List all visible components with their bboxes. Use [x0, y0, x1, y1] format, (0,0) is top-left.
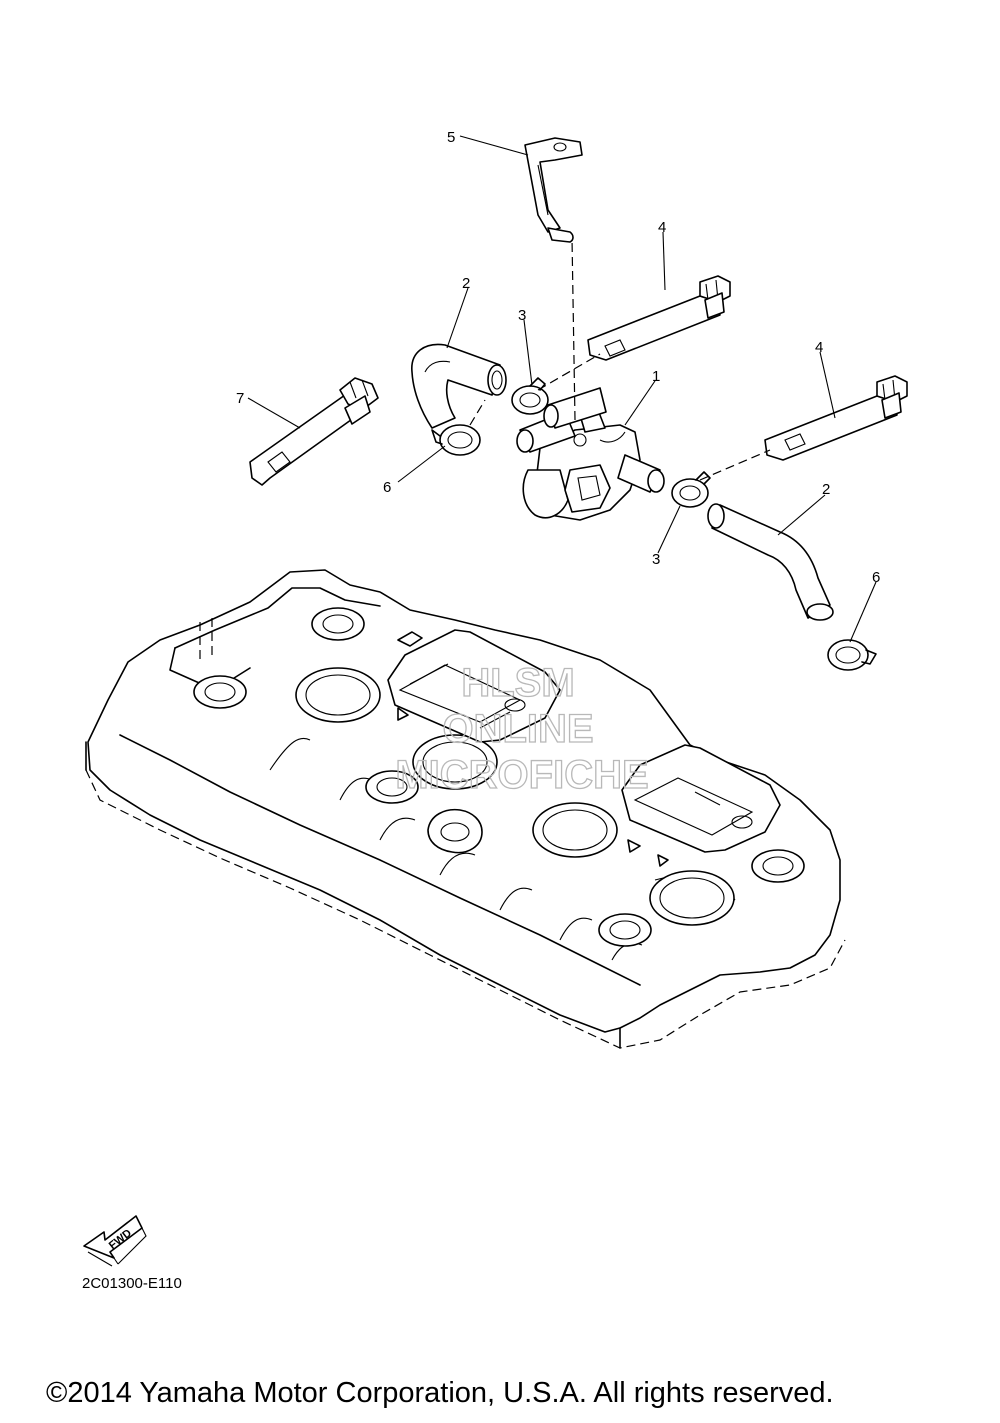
callout-6-right: 6 — [872, 569, 880, 586]
plate-part-4-lower — [764, 375, 908, 461]
callout-6-left: 6 — [383, 479, 391, 496]
callout-3-upper: 3 — [518, 307, 526, 324]
callout-7: 7 — [236, 390, 244, 407]
callout-1: 1 — [652, 368, 660, 385]
assembly-lines — [469, 237, 771, 481]
bracket-part-5 — [524, 137, 583, 243]
hose-part-2-right — [707, 503, 834, 621]
callout-4-lower: 4 — [815, 339, 823, 356]
leader-lines — [247, 135, 877, 643]
clamp-part-3-lower — [671, 471, 711, 508]
hose-part-2-left — [411, 343, 507, 429]
watermark: HLSM ONLINE MICROFICHE — [395, 660, 650, 797]
diagram-code: 2C01300-E110 — [82, 1275, 182, 1292]
clamp-part-3-upper — [511, 377, 549, 415]
plate-part-4-upper — [587, 275, 731, 361]
air-cut-valve-part-1 — [516, 387, 665, 521]
cylinder-head-cover — [85, 569, 846, 1049]
callout-4-upper: 4 — [658, 219, 666, 236]
watermark-line-3: MICROFICHE — [395, 753, 648, 797]
plate-part-7 — [249, 377, 379, 486]
clamp-part-6-left — [431, 424, 481, 456]
watermark-line-1: HLSM — [461, 661, 574, 705]
callout-5: 5 — [447, 129, 455, 146]
copyright-notice: ©2014 Yamaha Motor Corporation, U.S.A. A… — [46, 1377, 834, 1409]
clamp-part-6-right — [827, 639, 877, 671]
fwd-arrow-icon: FWD — [83, 1215, 147, 1267]
callouts: 5 4 2 3 1 4 7 6 3 2 6 — [236, 129, 880, 586]
callout-2-right: 2 — [822, 481, 830, 498]
watermark-line-2: ONLINE — [442, 707, 593, 751]
callout-2-left: 2 — [462, 275, 470, 292]
callout-3-lower: 3 — [652, 551, 660, 568]
